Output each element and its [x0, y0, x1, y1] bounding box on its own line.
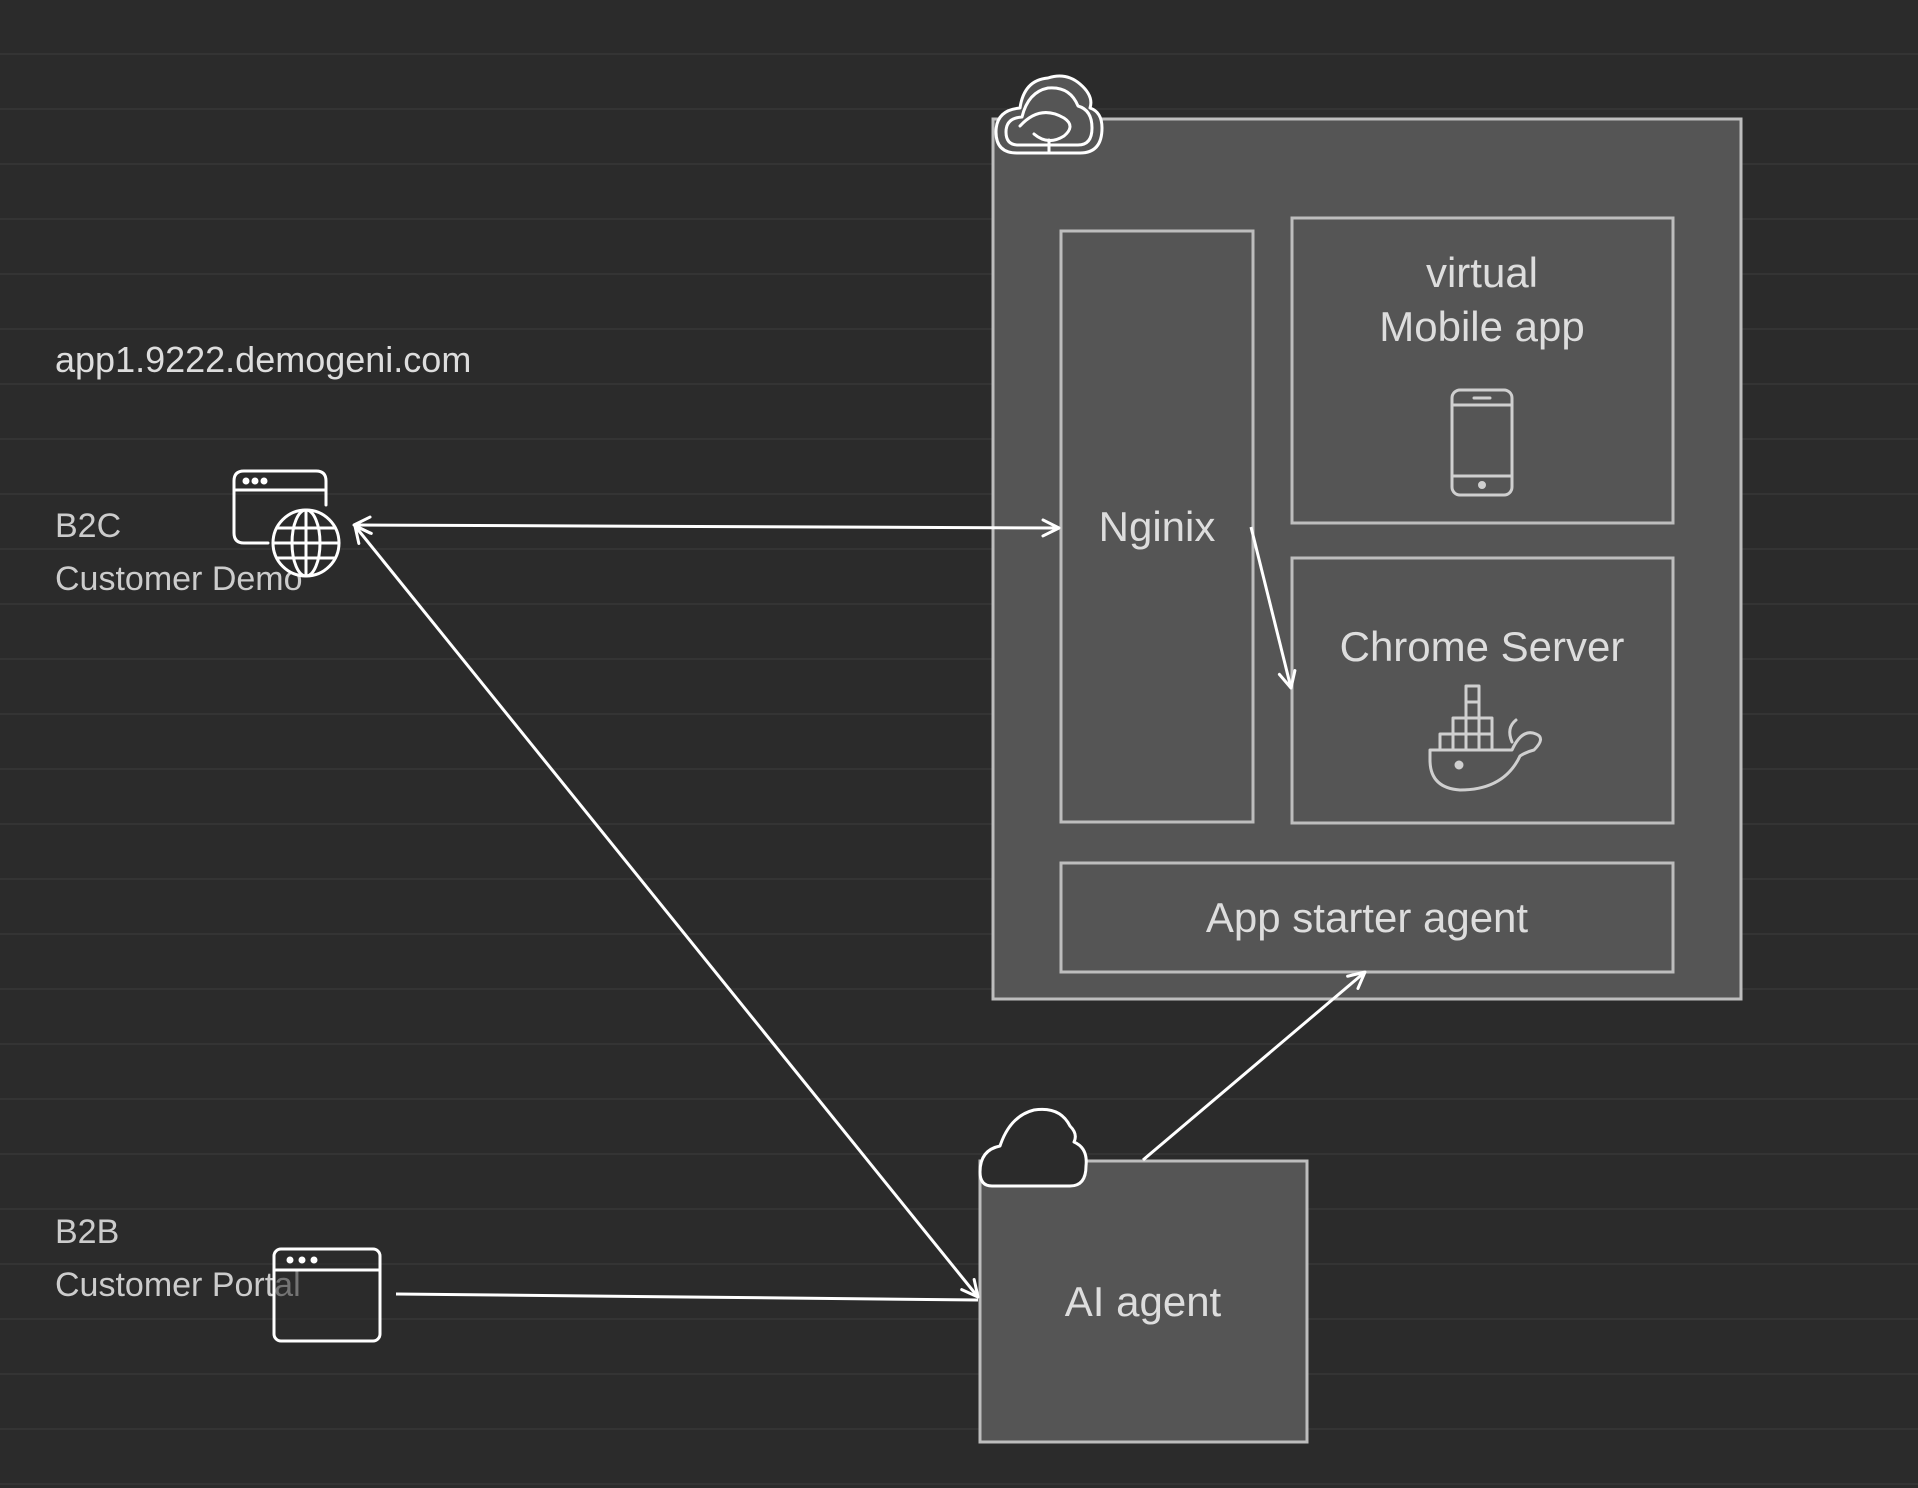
- mobile-app-box: [1290, 216, 1675, 525]
- docker-whale-icon: [1428, 684, 1542, 792]
- mobile-app-label-line2: Mobile app: [1379, 303, 1584, 350]
- arrow-ai-b2c: [353, 524, 980, 1299]
- ai-agent-box: [978, 1159, 1309, 1444]
- cloud-icon: [978, 1107, 1088, 1188]
- mobile-app-label-line1: virtual: [1426, 249, 1538, 296]
- ai-agent-label: AI agent: [1065, 1278, 1222, 1325]
- arrow-nginx-chrome: [1249, 526, 1297, 690]
- nginx-box: [1059, 229, 1255, 824]
- app-starter-agent-label: App starter agent: [1206, 894, 1529, 941]
- browser-window-icon: [272, 1247, 382, 1343]
- mobile-phone-icon: [1450, 388, 1514, 497]
- browser-globe-icon: [232, 469, 341, 578]
- arrow-ai-starter: [1142, 970, 1367, 1162]
- arrow-b2b-ai: [395, 1292, 979, 1302]
- chrome-server-label: Chrome Server: [1340, 623, 1625, 670]
- nginx-label: Nginix: [1099, 503, 1216, 550]
- google-cloud-icon: [994, 74, 1104, 155]
- customer-demo-label: Customer Demo: [55, 560, 303, 598]
- chrome-server-box: [1290, 556, 1675, 825]
- customer-portal-label: Customer Portal: [55, 1266, 301, 1304]
- b2b-label: B2B: [55, 1213, 119, 1251]
- domain-label: app1.9222.demogeni.com: [55, 339, 471, 380]
- b2c-label: B2C: [55, 507, 121, 545]
- app-starter-agent-box: [1059, 861, 1675, 974]
- arrow-b2c-nginx: [352, 515, 1061, 538]
